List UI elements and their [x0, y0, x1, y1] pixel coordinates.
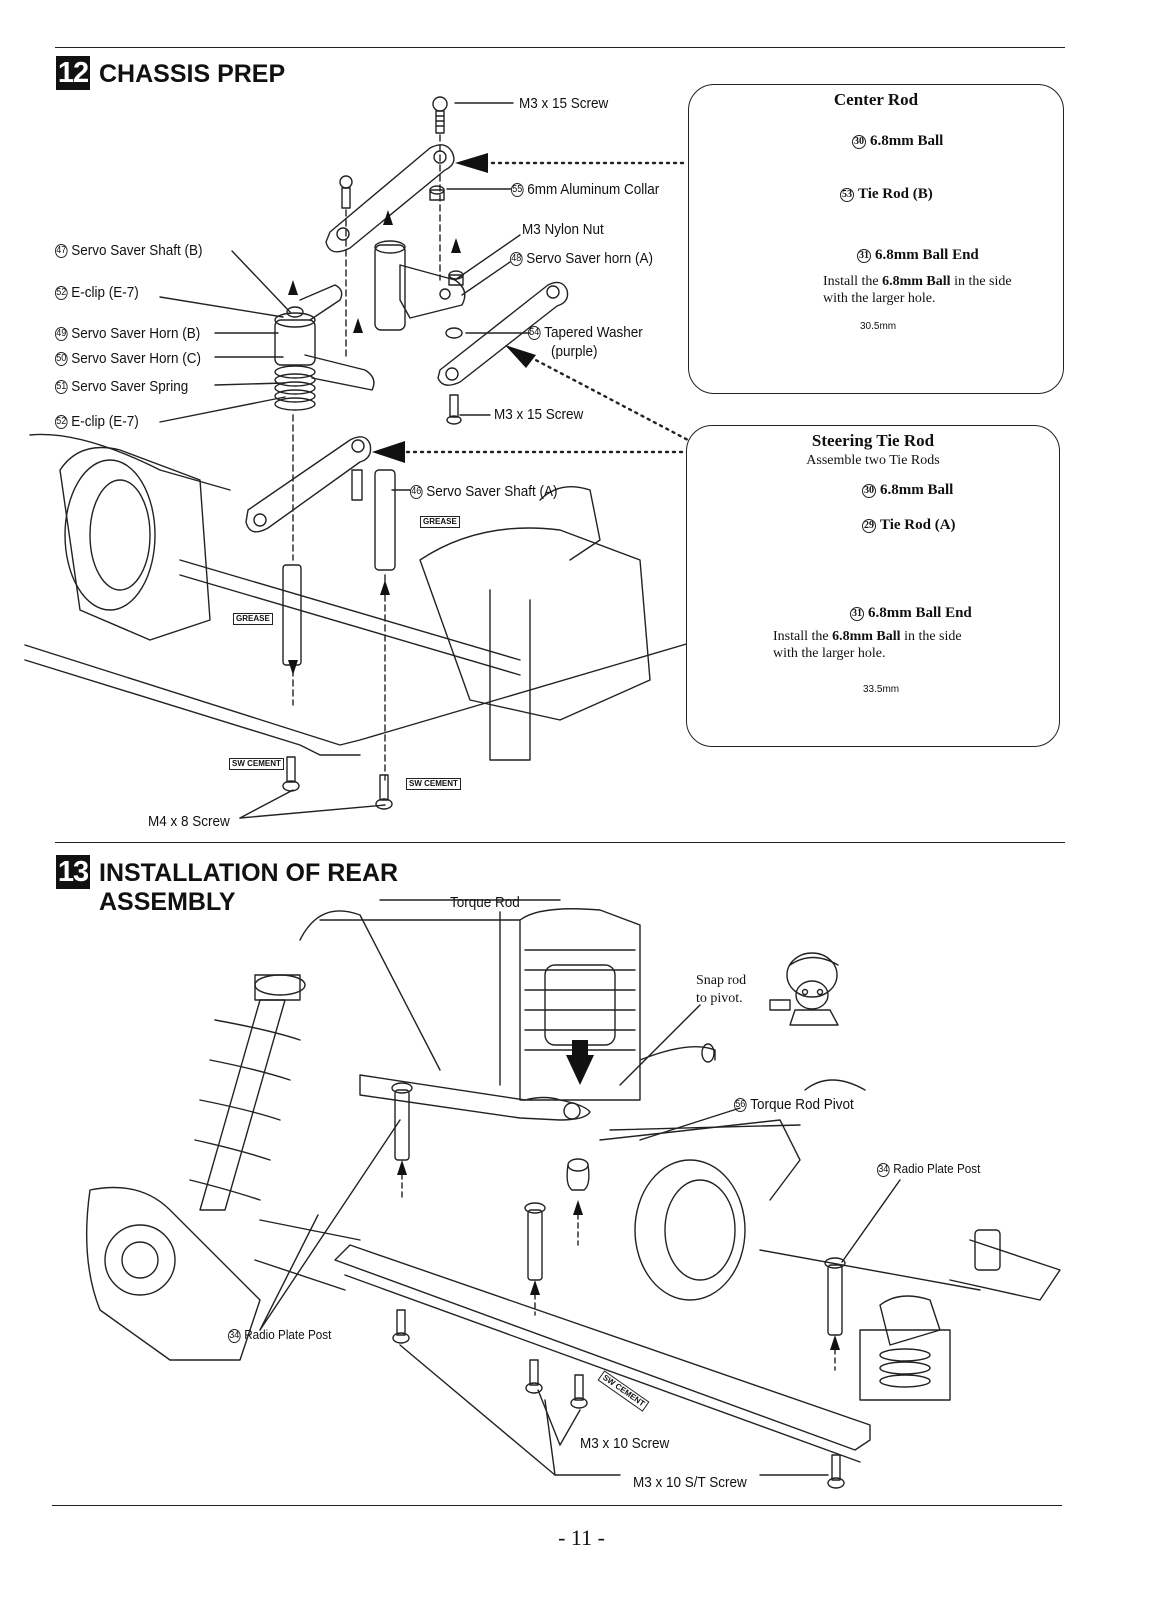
m4x8-screw-label: M4 x 8 Screw	[148, 813, 230, 830]
center-rod-length: 30.5mm	[860, 321, 897, 332]
bottom-rule	[52, 1505, 1062, 1506]
tapered-washer-note: (purple)	[551, 343, 598, 360]
steering-tie-rod-subtitle: Assemble two Tie Rods	[806, 453, 940, 468]
m3x10-st-screw-label: M3 x 10 S/T Screw	[633, 1474, 747, 1491]
swcement-tag-1: SW CEMENT	[229, 758, 284, 770]
part-number: 46	[410, 485, 423, 500]
grease-tag-1: GREASE	[420, 516, 460, 528]
part-number: 50	[55, 352, 68, 367]
part-number: 53	[840, 187, 854, 202]
center-rod-title: Center Rod	[833, 90, 919, 109]
part-number: 52	[55, 415, 68, 430]
swcement-tag-2: SW CEMENT	[406, 778, 461, 790]
part-number: 34	[877, 1162, 890, 1177]
part-number: 29	[862, 518, 876, 533]
page-number: - 11 -	[558, 1525, 605, 1550]
step-12-title: CHASSIS PREP	[99, 60, 286, 88]
m3x15-screw-top-label: M3 x 15 Screw	[519, 95, 609, 112]
steering-tie-rod-title: Steering Tie Rod	[811, 431, 935, 450]
part-number: 49	[55, 327, 68, 342]
torque-rod-label: Torque Rod	[450, 894, 520, 911]
center-rod-callout: Center Rod	[688, 84, 1064, 394]
part-number: 51	[55, 380, 68, 395]
m3x10-screw-label: M3 x 10 Screw	[580, 1435, 670, 1452]
part-number: 52	[55, 286, 68, 301]
m3x15-screw-bottom-label: M3 x 15 Screw	[494, 406, 584, 423]
step-13-title-line1: INSTALLATION OF REAR	[99, 859, 399, 887]
grease-tag-2: GREASE	[233, 613, 273, 625]
part-number: 56	[734, 1098, 747, 1113]
steering-tie-rod-note: Install the 6.8mm Ball in the side with …	[773, 629, 962, 661]
step-12-number: 12	[56, 56, 90, 90]
nylon-nut-label: M3 Nylon Nut	[522, 221, 604, 238]
part-number: 30	[862, 483, 876, 498]
steering-tie-rod-callout: Steering Tie Rod Assemble two Tie Rods	[686, 425, 1060, 747]
part-number: 47	[55, 244, 68, 259]
step-13-number: 13	[56, 855, 90, 889]
top-rule	[55, 47, 1065, 48]
part-number: 31	[857, 248, 871, 263]
center-rod-note: Install the 6.8mm Ball in the side with …	[823, 274, 1012, 306]
part-number: 54	[528, 326, 541, 341]
steering-tie-rod-length: 33.5mm	[863, 684, 900, 695]
part-number: 31	[850, 606, 864, 621]
part-number: 55	[511, 183, 524, 198]
part-number: 30	[852, 134, 866, 149]
snap-rod-note-line1: Snap rod	[696, 973, 747, 988]
part-number: 34	[228, 1328, 241, 1343]
step-13-title-line2: ASSEMBLY	[99, 888, 236, 916]
snap-rod-note-line2: to pivot.	[696, 991, 743, 1006]
part-number: 48	[510, 252, 523, 267]
section-rule	[55, 842, 1065, 843]
